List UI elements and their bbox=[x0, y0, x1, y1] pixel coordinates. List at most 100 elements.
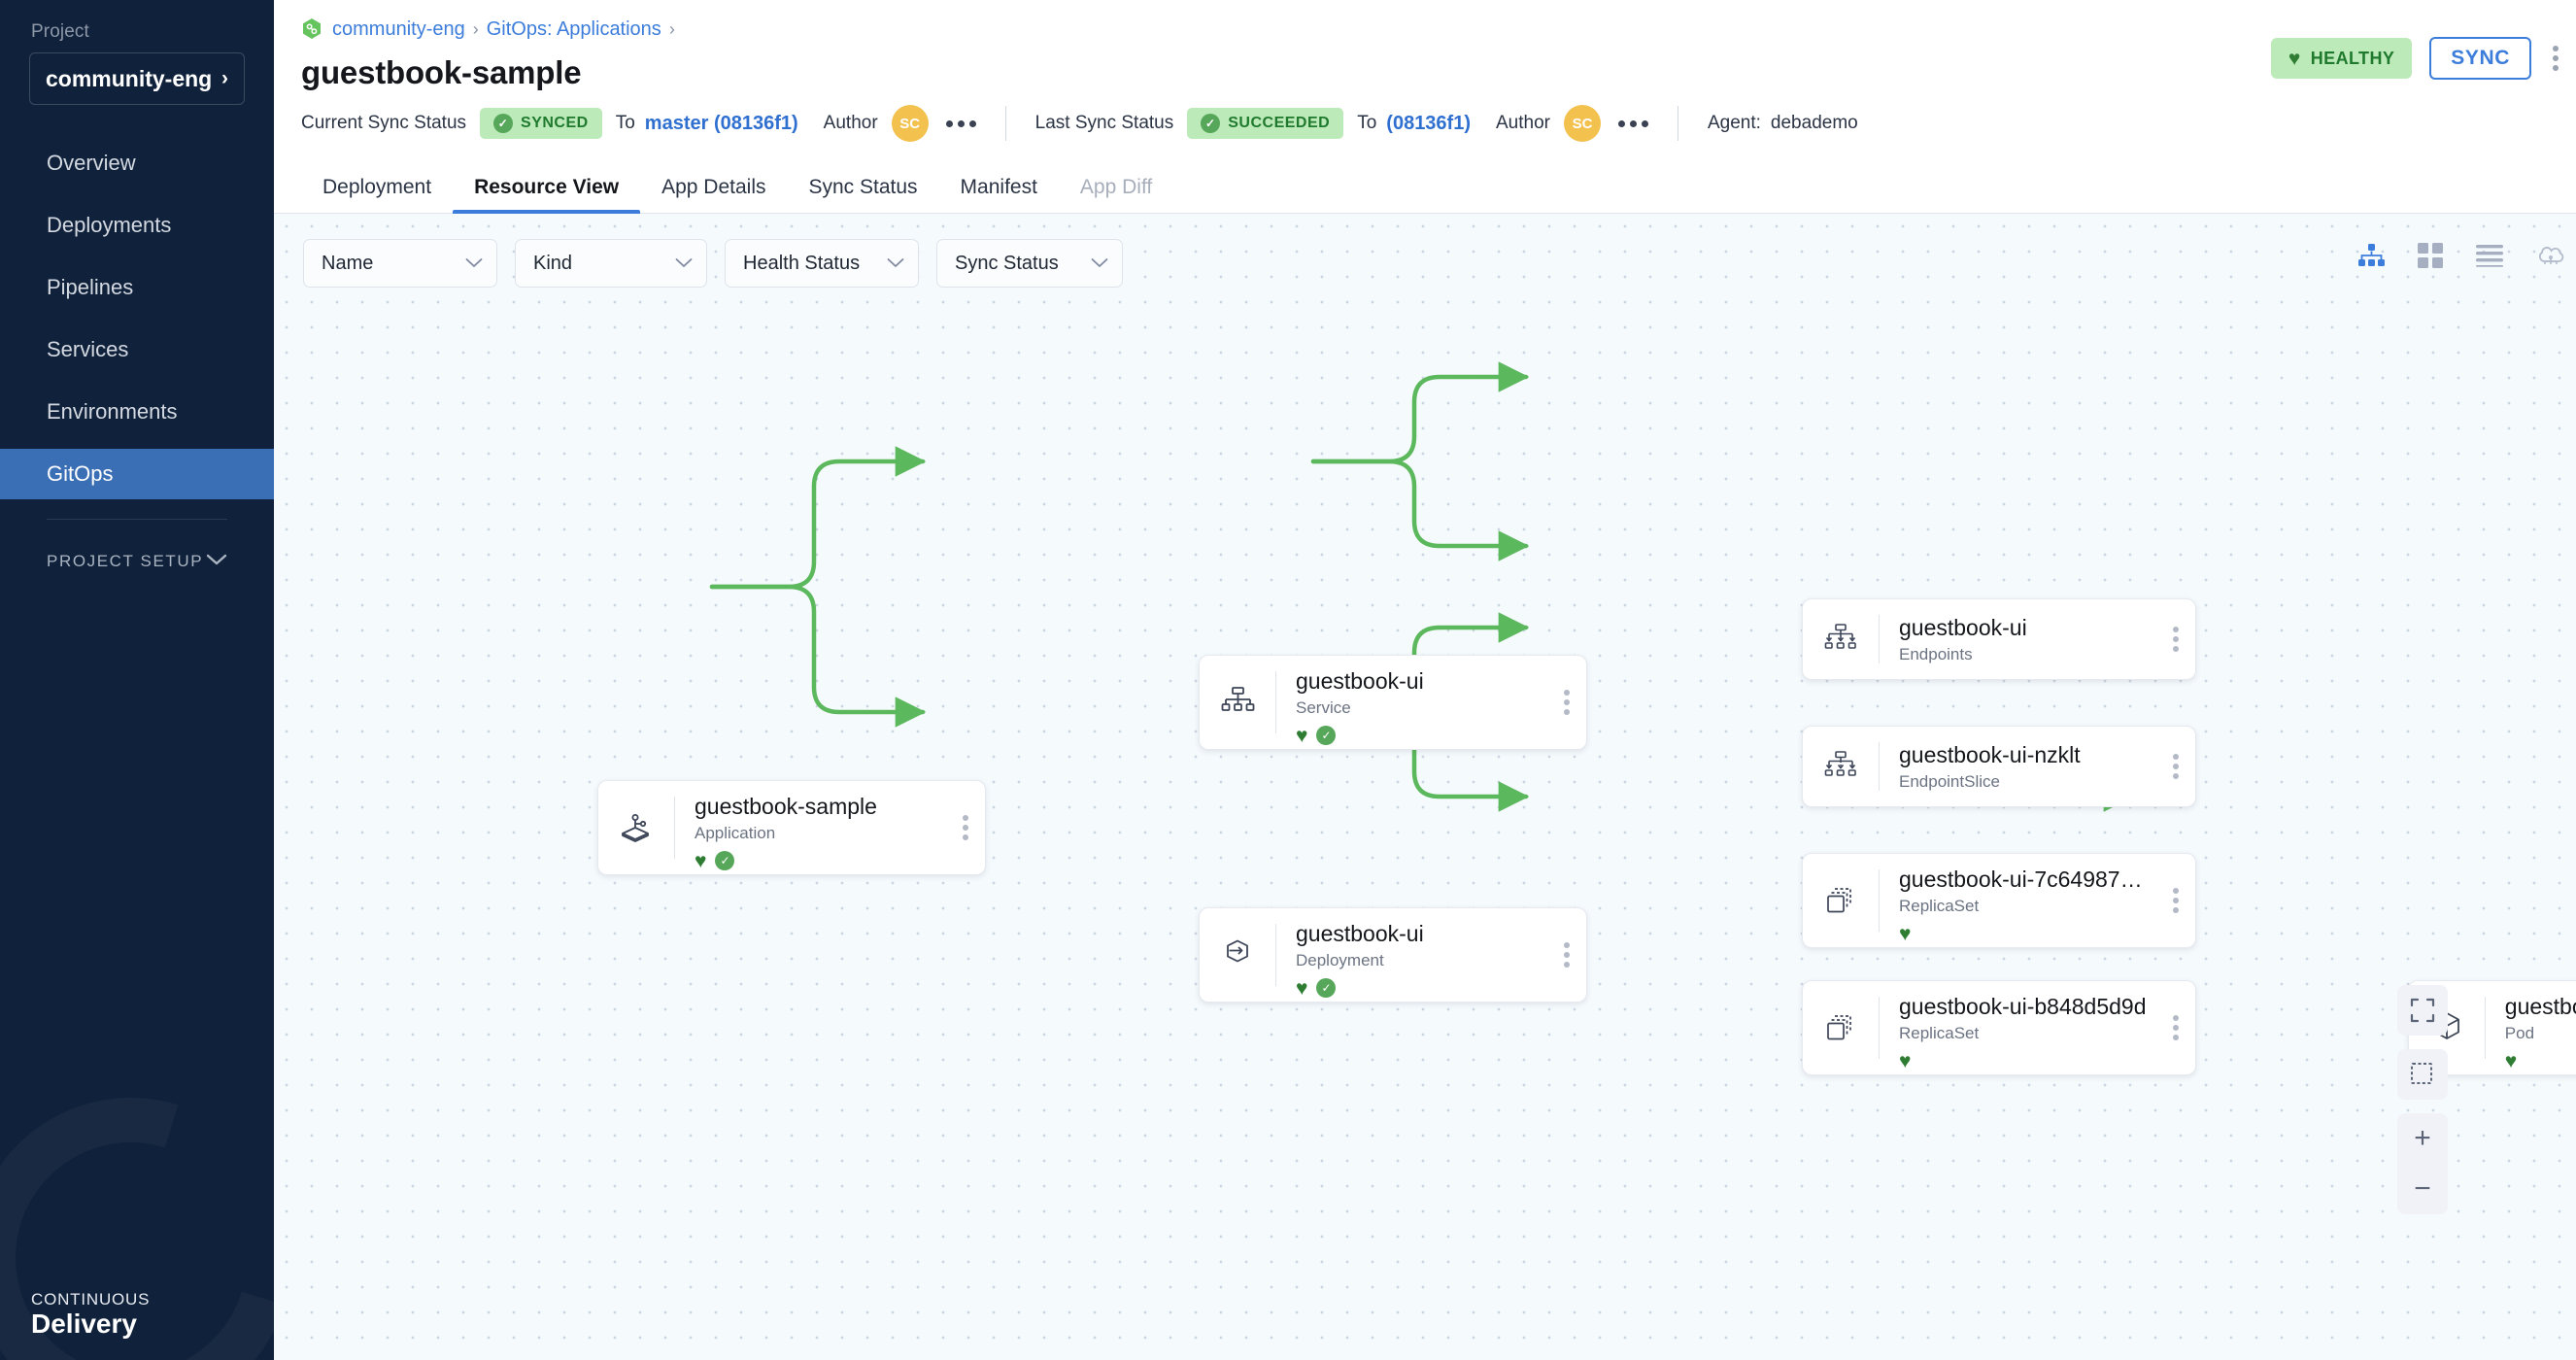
node-more-menu-icon[interactable] bbox=[2156, 727, 2195, 806]
filter-kind-label: Kind bbox=[533, 253, 572, 275]
node-kind: Deployment bbox=[1296, 951, 1547, 970]
graph-node-endpoints[interactable]: guestbook-ui Endpoints bbox=[1802, 598, 2196, 680]
node-title: guestbook-ui-b848d5d9… bbox=[2505, 994, 2576, 1020]
fit-to-screen-icon[interactable] bbox=[2397, 985, 2448, 1036]
sidebar-item-label: GitOps bbox=[47, 461, 113, 487]
tree-view-icon[interactable] bbox=[2356, 241, 2386, 270]
node-title: guestbook-ui bbox=[1899, 615, 2156, 641]
heart-icon: ♥ bbox=[1899, 1051, 1911, 1071]
last-sync-status-chip: ✓ SUCCEEDED bbox=[1187, 108, 1343, 139]
sidebar-item-pipelines[interactable]: Pipelines bbox=[0, 262, 274, 313]
chevron-down-icon bbox=[675, 254, 693, 273]
tab-resource-view[interactable]: Resource View bbox=[453, 176, 640, 213]
node-body: guestbook-ui Endpoints bbox=[1880, 599, 2156, 679]
node-status: ♥ bbox=[1899, 1050, 2156, 1071]
node-more-menu-icon[interactable] bbox=[2156, 854, 2195, 947]
node-more-menu-icon[interactable] bbox=[1547, 656, 1586, 749]
current-author-label: Author bbox=[824, 113, 878, 134]
breadcrumb-separator: › bbox=[473, 19, 479, 40]
node-body: guestbook-ui Service ♥ ✓ bbox=[1276, 656, 1547, 749]
graph-node-replicaset-2[interactable]: guestbook-ui-b848d5d9d ReplicaSet ♥ bbox=[1802, 980, 2196, 1075]
node-title: guestbook-ui bbox=[1296, 668, 1547, 695]
project-label: Project bbox=[0, 21, 274, 52]
sidebar-item-gitops[interactable]: GitOps bbox=[0, 449, 274, 499]
zoom-out-button[interactable]: − bbox=[2397, 1164, 2448, 1214]
node-kind: Service bbox=[1296, 698, 1547, 718]
list-view-icon[interactable] bbox=[2475, 244, 2504, 267]
node-body: guestbook-ui-nzklt EndpointSlice bbox=[1880, 727, 2156, 806]
node-status: ♥ bbox=[2505, 1050, 2576, 1071]
sidebar-item-deployments[interactable]: Deployments bbox=[0, 200, 274, 251]
sidebar-item-overview[interactable]: Overview bbox=[0, 138, 274, 188]
network-view-icon[interactable] bbox=[2535, 242, 2566, 269]
check-circle-icon: ✓ bbox=[1316, 978, 1336, 998]
sync-status-strip: Current Sync Status ✓ SYNCED To master (… bbox=[274, 91, 2576, 157]
node-body: guestbook-ui Deployment ♥ ✓ bbox=[1276, 908, 1547, 1002]
sidebar-item-services[interactable]: Services bbox=[0, 324, 274, 375]
node-title: guestbook-sample bbox=[695, 794, 946, 820]
graph-node-deployment[interactable]: guestbook-ui Deployment ♥ ✓ bbox=[1199, 907, 1587, 1003]
header-more-menu-icon[interactable] bbox=[2549, 42, 2562, 75]
grid-view-icon[interactable] bbox=[2417, 242, 2444, 269]
node-more-menu-icon[interactable] bbox=[946, 781, 985, 874]
node-more-menu-icon[interactable] bbox=[2156, 981, 2195, 1074]
check-circle-icon: ✓ bbox=[493, 114, 513, 133]
status-divider bbox=[1005, 106, 1006, 141]
chevron-down-icon bbox=[465, 254, 483, 273]
last-author-avatar[interactable]: SC bbox=[1564, 105, 1601, 142]
node-more-menu-icon[interactable] bbox=[1547, 908, 1586, 1002]
filter-health-status[interactable]: Health Status bbox=[725, 239, 919, 288]
tab-manifest[interactable]: Manifest bbox=[939, 176, 1059, 213]
graph-node-endpointslice[interactable]: guestbook-ui-nzklt EndpointSlice bbox=[1802, 726, 2196, 807]
sync-button[interactable]: SYNC bbox=[2429, 37, 2531, 80]
endpoints-icon bbox=[1803, 599, 1879, 679]
node-title: guestbook-ui-b848d5d9d bbox=[1899, 994, 2156, 1020]
breadcrumb-item-applications[interactable]: GitOps: Applications bbox=[487, 18, 661, 41]
check-circle-icon: ✓ bbox=[1316, 726, 1336, 745]
filter-sync-status[interactable]: Sync Status bbox=[936, 239, 1123, 288]
node-body: guestbook-ui-b848d5d9… Pod ♥ bbox=[2486, 981, 2576, 1074]
filter-kind[interactable]: Kind bbox=[515, 239, 707, 288]
replicaset-icon bbox=[1803, 981, 1879, 1074]
select-area-icon[interactable] bbox=[2397, 1049, 2448, 1100]
replicaset-icon bbox=[1803, 854, 1879, 947]
node-more-menu-icon[interactable] bbox=[2156, 599, 2195, 679]
sidebar-item-label: Services bbox=[47, 337, 128, 362]
current-author-avatar[interactable]: SC bbox=[892, 105, 929, 142]
node-status: ♥ ✓ bbox=[695, 850, 946, 871]
last-more-icon[interactable] bbox=[1618, 120, 1648, 127]
sidebar-item-label: Pipelines bbox=[47, 275, 133, 300]
agent-label: Agent: bbox=[1708, 113, 1761, 134]
graph-nodes: guestbook-sample Application ♥ ✓ bbox=[274, 214, 2576, 1360]
sidebar-divider bbox=[47, 519, 227, 520]
tab-app-details[interactable]: App Details bbox=[640, 176, 787, 213]
heart-icon: ♥ bbox=[695, 851, 706, 871]
project-switcher[interactable]: community-eng › bbox=[29, 52, 245, 105]
status-badge-healthy[interactable]: ♥ HEALTHY bbox=[2271, 38, 2412, 79]
current-more-icon[interactable] bbox=[946, 120, 976, 127]
last-commit-link[interactable]: (08136f1) bbox=[1386, 113, 1471, 135]
heart-icon: ♥ bbox=[1899, 924, 1911, 944]
graph-node-application[interactable]: guestbook-sample Application ♥ ✓ bbox=[597, 780, 986, 875]
deployment-icon bbox=[1200, 908, 1275, 1002]
tab-sync-status[interactable]: Sync Status bbox=[787, 176, 938, 213]
breadcrumb-item-project[interactable]: community-eng bbox=[332, 18, 465, 41]
current-commit-link[interactable]: master (08136f1) bbox=[645, 113, 798, 135]
page-title: guestbook-sample bbox=[301, 54, 2553, 91]
project-setup-section[interactable]: PROJECT SETUP bbox=[0, 539, 274, 584]
graph-node-replicaset-1[interactable]: guestbook-ui-7c64987dc9 ReplicaSet ♥ bbox=[1802, 853, 2196, 948]
heart-icon: ♥ bbox=[1296, 978, 1307, 999]
healthy-label: HEALTHY bbox=[2311, 49, 2394, 69]
brand-logo: CONTINUOUS Delivery bbox=[31, 1290, 150, 1339]
zoom-in-button[interactable]: + bbox=[2397, 1113, 2448, 1164]
tab-deployment[interactable]: Deployment bbox=[301, 176, 453, 213]
heart-icon: ♥ bbox=[1296, 726, 1307, 746]
node-kind: Application bbox=[695, 824, 946, 843]
chevron-down-icon bbox=[1091, 254, 1108, 273]
resource-graph-canvas[interactable]: Name Kind Health Status bbox=[274, 214, 2576, 1360]
top-bar: community-eng › GitOps: Applications › g… bbox=[274, 0, 2576, 91]
sidebar-item-environments[interactable]: Environments bbox=[0, 387, 274, 437]
graph-node-service[interactable]: guestbook-ui Service ♥ ✓ bbox=[1199, 655, 1587, 750]
filter-name[interactable]: Name bbox=[303, 239, 497, 288]
breadcrumb-separator: › bbox=[669, 19, 675, 40]
